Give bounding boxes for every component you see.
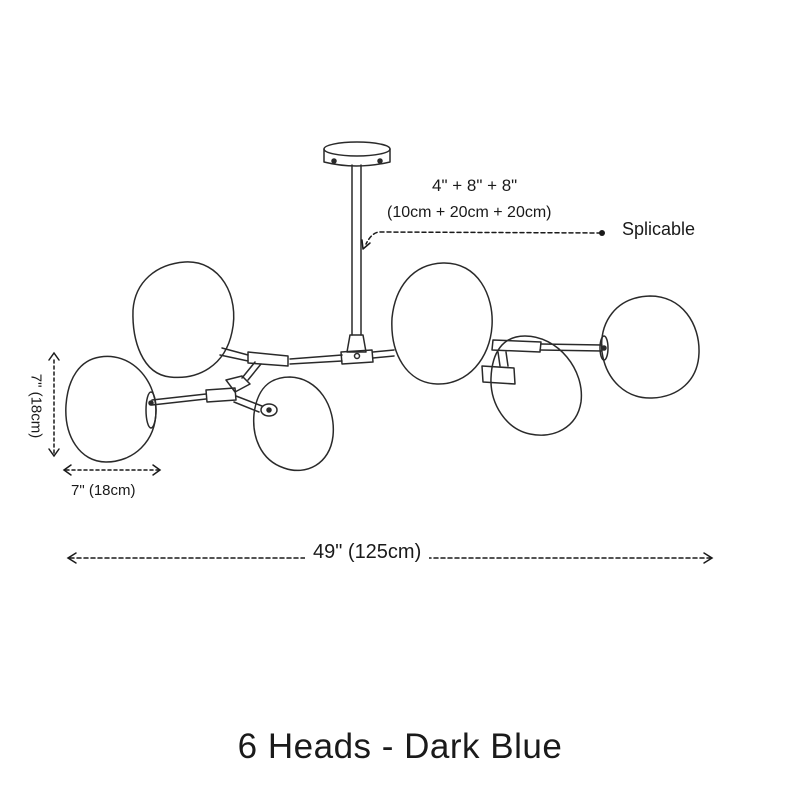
rod-length-cm-label: (10cm + 20cm + 20cm) xyxy=(387,204,552,221)
globe-shade-top-left xyxy=(132,261,235,379)
shade-height-arrow xyxy=(48,351,60,458)
shade-width-arrow xyxy=(62,464,162,476)
globe-shade-left xyxy=(65,355,157,463)
ceiling-canopy xyxy=(323,141,391,167)
globe-shade-center-right xyxy=(391,262,493,385)
center-hub xyxy=(340,334,374,365)
globe-shade-bottom-right xyxy=(490,335,583,436)
shade-height-label: 7" (18cm) xyxy=(27,373,45,439)
main-arm xyxy=(289,349,395,365)
splicable-label: Splicable xyxy=(622,219,696,239)
rod-length-label: 4" + 8" + 8" xyxy=(432,176,518,195)
total-width-label: 49" (125cm) xyxy=(305,541,430,564)
product-title: 6 Heads - Dark Blue xyxy=(237,727,563,766)
globe-shade-bottom-left xyxy=(252,376,335,472)
total-width-arrow xyxy=(66,552,714,564)
down-rod xyxy=(351,164,362,336)
globe-shade-right xyxy=(599,295,700,399)
rod-length-leader xyxy=(361,230,605,250)
shade-width-label: 7" (18cm) xyxy=(71,482,136,499)
left-arm-joint xyxy=(151,347,289,413)
